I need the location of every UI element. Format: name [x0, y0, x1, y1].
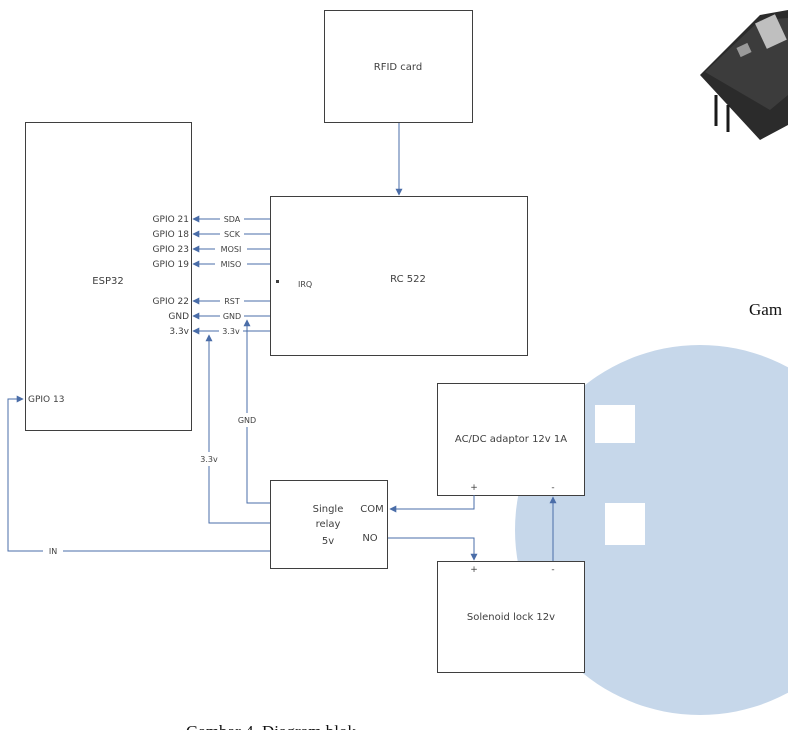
adaptor-block [437, 383, 585, 496]
relay-block [270, 480, 388, 569]
esp32-pin-gnd: GND [168, 312, 189, 322]
relay-label-line1: Single [313, 504, 344, 515]
relay-label-line2: relay [316, 519, 341, 530]
adaptor-label: AC/DC adaptor 12v 1A [455, 434, 567, 445]
relay-no-label: NO [362, 533, 377, 544]
rc522-block [270, 196, 528, 356]
wire-label-3v3: 3.3v [222, 327, 240, 336]
esp32-pin-gpio18: GPIO 18 [153, 230, 190, 240]
esp32-pin-gpio13: GPIO 13 [28, 395, 64, 405]
esp32-pin-3v3: 3.3v [169, 327, 189, 337]
solenoid-label: Solenoid lock 12v [467, 612, 555, 623]
adaptor-plus-label: + [470, 483, 478, 493]
adaptor-minus-label: - [551, 483, 554, 493]
esp32-pin-gpio19: GPIO 19 [153, 260, 190, 270]
module-photo [700, 10, 788, 140]
wire-label-3v3-relay: 3.3v [200, 455, 218, 464]
relay-label-line3: 5v [322, 536, 334, 547]
wire-no-to-solenoid [388, 537, 478, 561]
wire-label-miso: MISO [221, 260, 242, 269]
wire-label-in: IN [49, 547, 57, 556]
wire-label-rst: RST [224, 297, 240, 306]
esp32-pin-gpio22: GPIO 22 [153, 297, 189, 307]
irq-label: IRQ [298, 280, 312, 289]
side-text: Gam [749, 300, 782, 319]
solenoid-minus-label: - [551, 565, 554, 575]
wire-relay-3v3 [208, 338, 270, 524]
esp32-pin-gpio23: GPIO 23 [153, 245, 189, 255]
rc522-label: RC 522 [390, 274, 426, 285]
esp32-pin-gpio21: GPIO 21 [153, 215, 189, 225]
rfid-card-block [324, 10, 473, 123]
esp32-label: ESP32 [92, 276, 123, 287]
relay-com-label: COM [360, 504, 383, 515]
rfid-card-label: RFID card [374, 62, 422, 73]
wire-adaptor-plus-to-com [389, 495, 475, 513]
wire-label-gnd-relay: GND [238, 416, 256, 425]
wire-label-sck: SCK [224, 230, 241, 239]
wire-relay-gnd [246, 321, 270, 504]
wire-label-sda: SDA [224, 215, 241, 224]
figure-caption: Gambar 4. Diagram blok [186, 722, 356, 730]
esp32-block [25, 122, 192, 431]
irq-pin-marker [276, 280, 279, 283]
solenoid-plus-label: + [470, 565, 478, 575]
wire-label-mosi: MOSI [221, 245, 242, 254]
wire-relay-in [7, 395, 270, 552]
wire-label-gnd: GND [223, 312, 241, 321]
solenoid-block [437, 561, 585, 673]
